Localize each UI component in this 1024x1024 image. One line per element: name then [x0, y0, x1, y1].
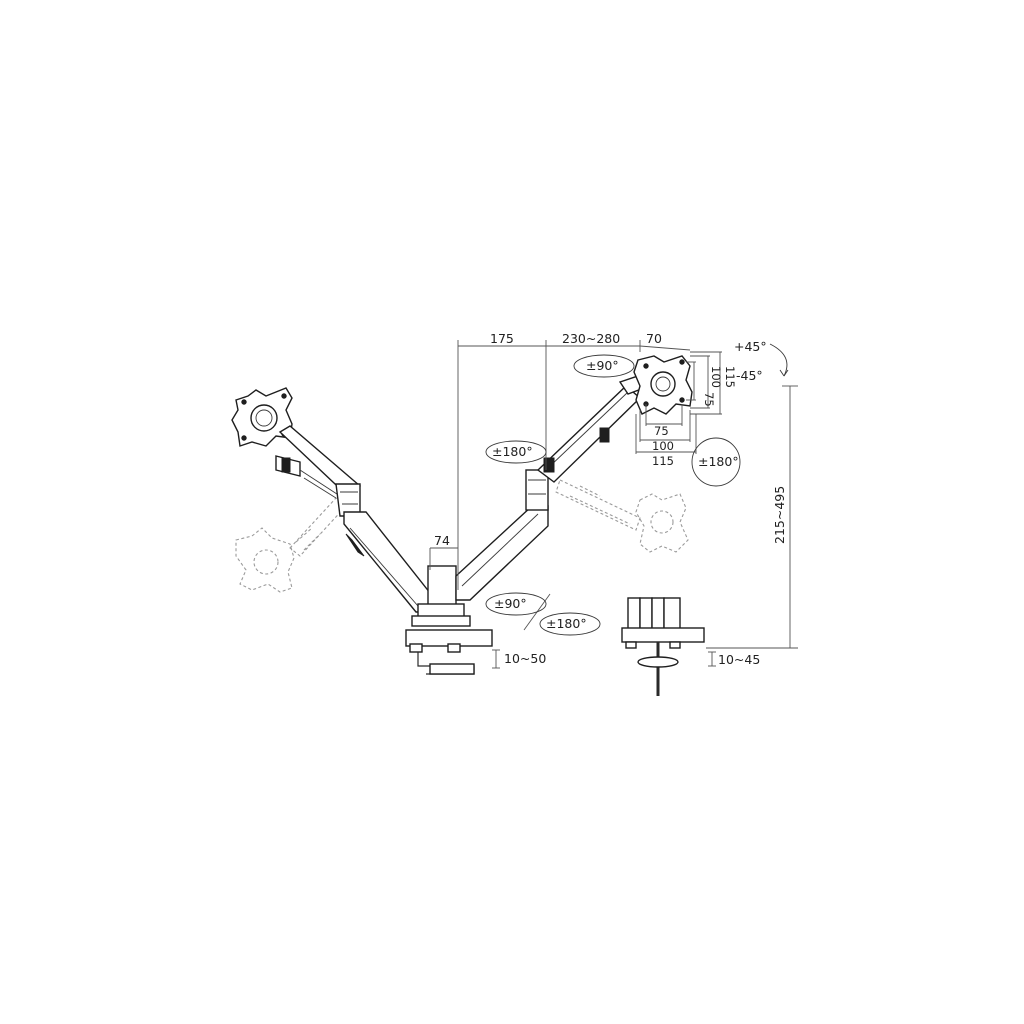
label-clamp-range: 10~50: [504, 651, 546, 666]
label-swivel-arm: ±180°: [492, 444, 533, 459]
ghost-right-monitor-position: [555, 479, 689, 553]
label-vesa-plate-h: 115: [723, 366, 737, 388]
label-pole-width: 74: [434, 533, 450, 548]
ghost-left-monitor-position: [235, 497, 347, 593]
label-top-offset: 175: [490, 331, 514, 346]
label-arm-length: 230~280: [562, 331, 620, 346]
label-rotate-screen: ±180°: [698, 454, 739, 469]
label-vesa-plate-w: 115: [652, 454, 674, 468]
label-swivel-base-alt: ±180°: [546, 616, 587, 631]
label-vesa-inner-h: 75: [702, 392, 716, 407]
right-lower-arm: [455, 469, 549, 601]
label-vesa-outer-h: 100: [709, 366, 723, 388]
label-head-depth: 70: [646, 331, 662, 346]
dimension-lines: [429, 340, 798, 669]
label-height-range: 215~495: [772, 486, 787, 544]
right-monitor-plate: [633, 355, 693, 415]
dimension-labels: 175 230~280 70 74 215~495 10~50 10~45 75…: [434, 331, 787, 667]
label-swivel-head: ±90°: [586, 358, 619, 373]
left-monitor-plate: [231, 387, 293, 447]
label-grommet-range: 10~45: [718, 652, 760, 667]
central-pole: [411, 565, 471, 627]
label-swivel-base: ±90°: [494, 596, 527, 611]
left-lower-arm: [343, 511, 435, 613]
left-upper-arm: [275, 425, 361, 517]
label-vesa-inner-w: 75: [654, 424, 669, 438]
rotation-arrows: [485, 343, 789, 636]
label-vesa-outer-w: 100: [652, 439, 674, 453]
label-tilt-down: -45°: [736, 368, 763, 383]
label-tilt-up: +45°: [734, 339, 767, 354]
clamp-base: [405, 629, 493, 675]
grommet-base: [621, 597, 705, 696]
rotation-labels: ±90° ±180° ±180° ±90° ±180° +45° -45°: [492, 339, 767, 631]
right-upper-arm: [536, 375, 645, 483]
